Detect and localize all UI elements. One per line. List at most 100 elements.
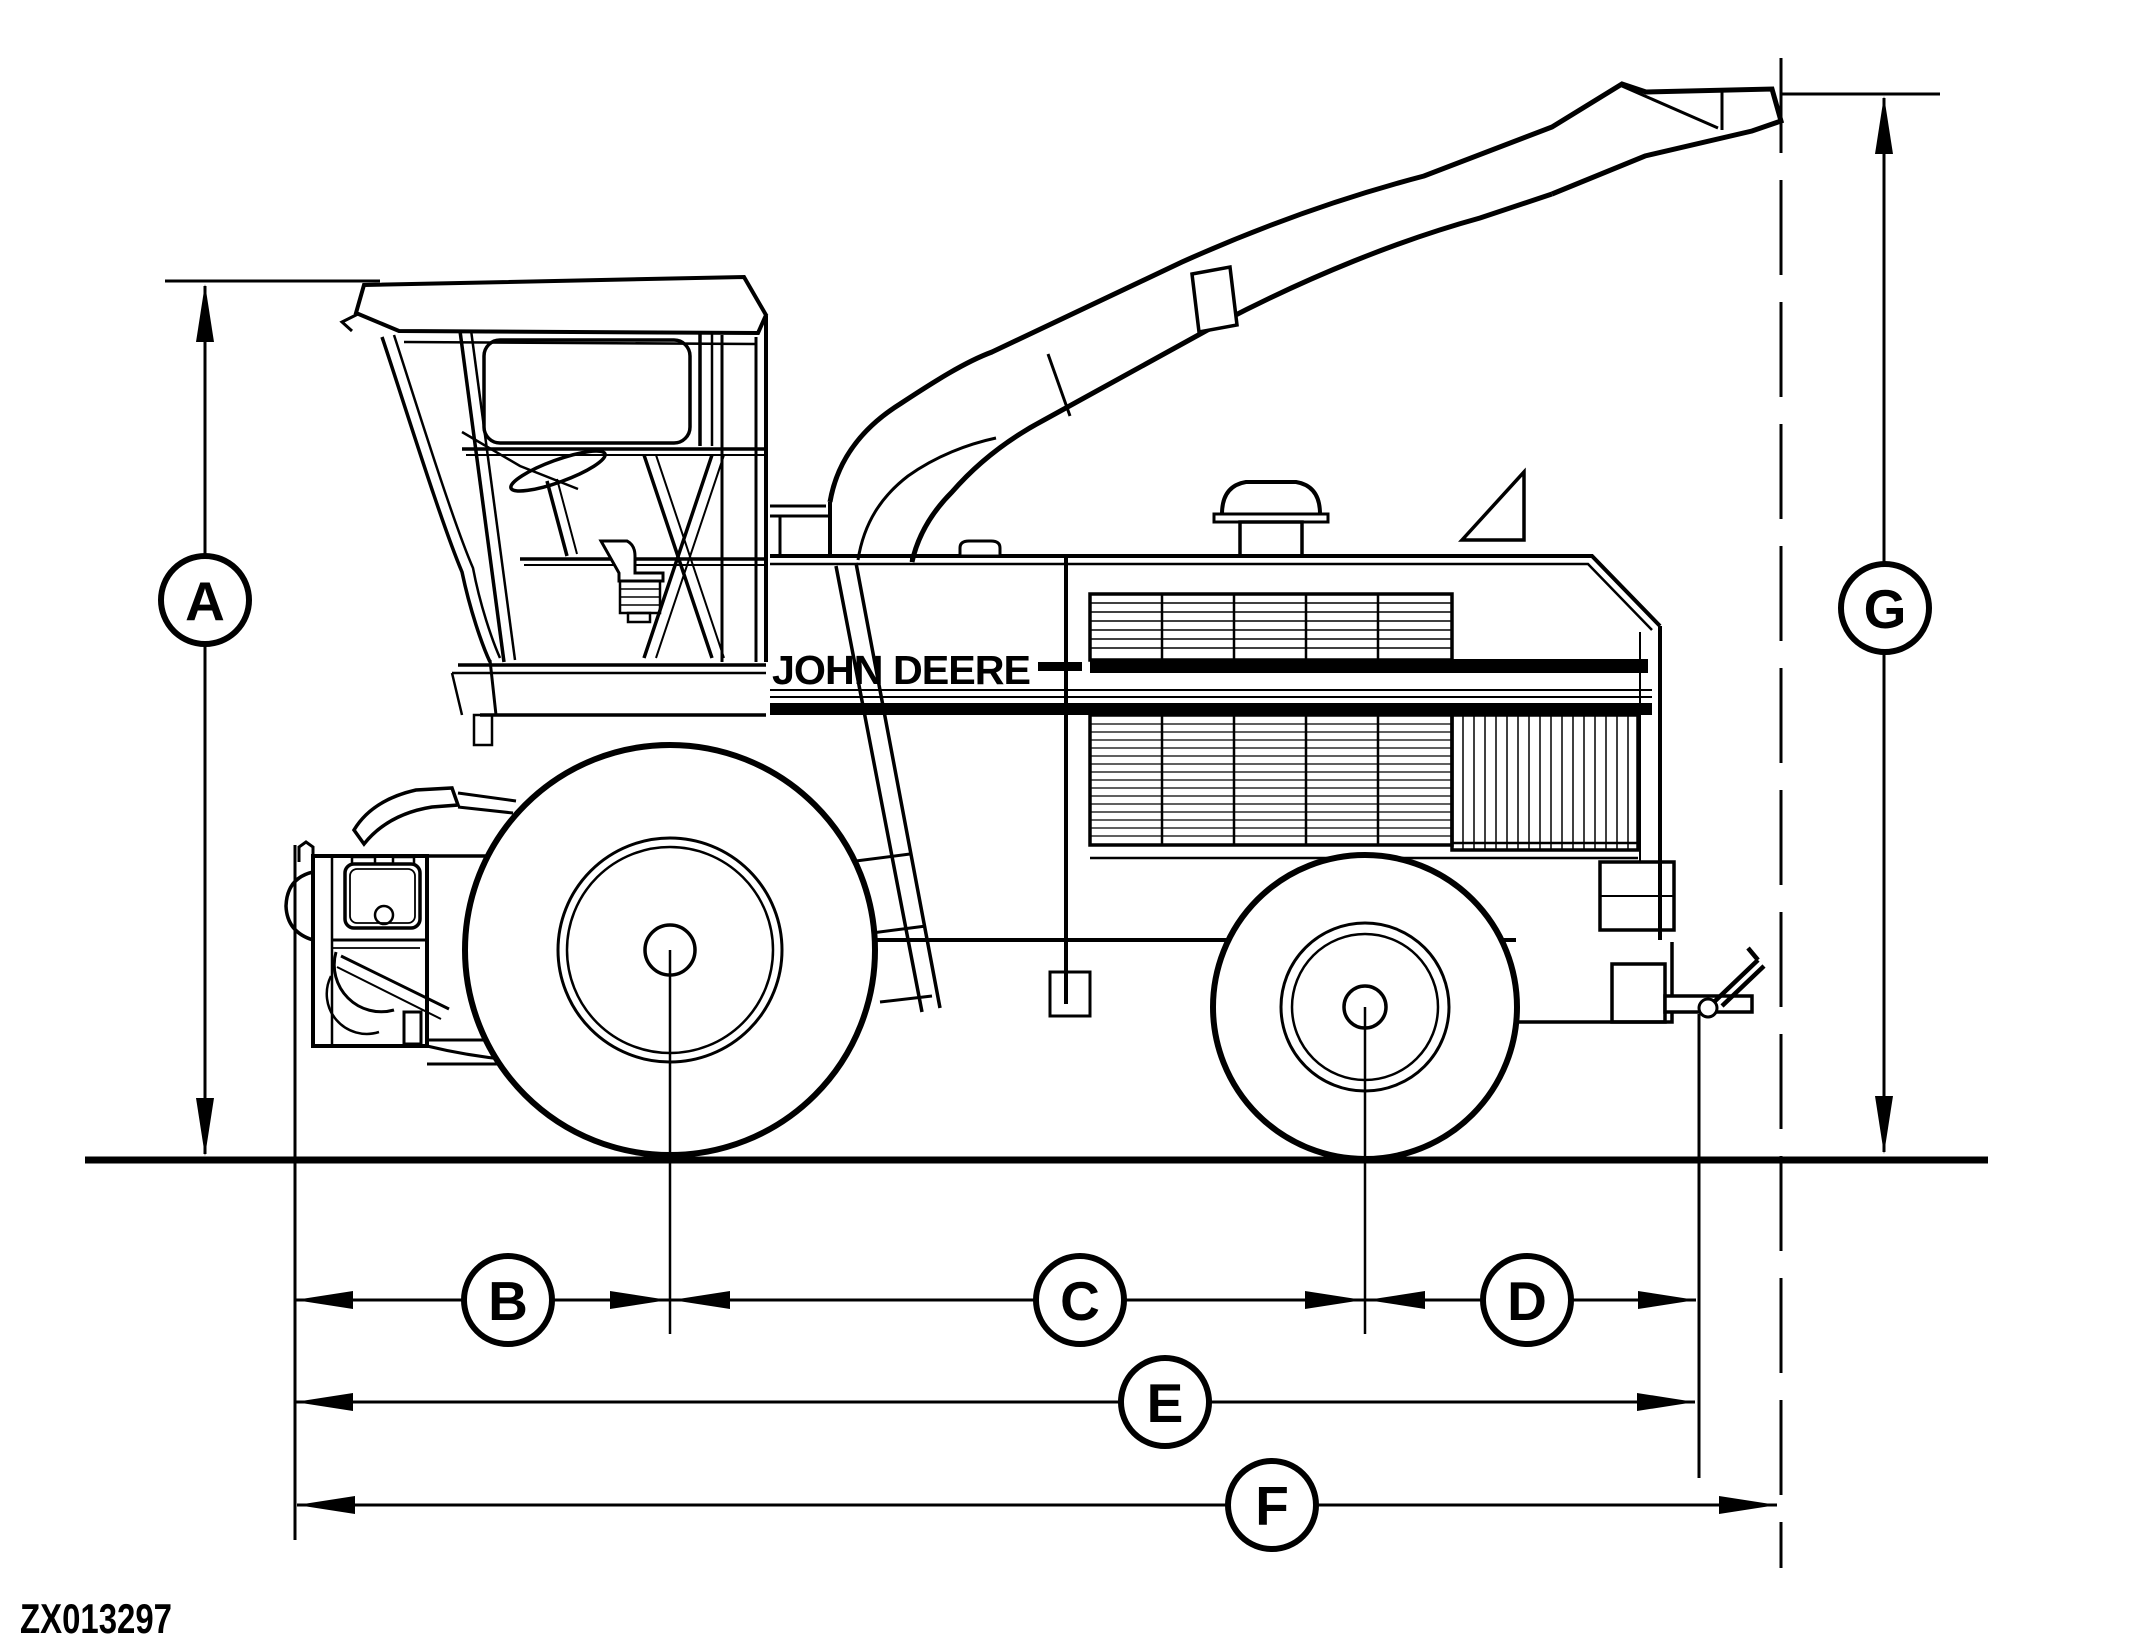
dim-g-arrow-down bbox=[1875, 1096, 1893, 1154]
door-pillar-inner bbox=[469, 329, 517, 661]
lower-grille-dividers bbox=[1160, 715, 1380, 845]
hood-top bbox=[770, 554, 1662, 628]
door-pillar-outer bbox=[458, 330, 506, 663]
logo-stripe bbox=[1090, 659, 1648, 673]
dim-b-arrow-right bbox=[610, 1291, 668, 1309]
exhaust-cap bbox=[1220, 480, 1322, 515]
dimension-E: E bbox=[295, 1355, 1695, 1449]
exhaust-stem bbox=[1238, 520, 1304, 558]
body-black-band bbox=[770, 703, 1652, 715]
dim-d-arrow-left bbox=[1367, 1291, 1425, 1309]
dimension-A: A bbox=[158, 284, 252, 1156]
dim-e-arrow-right bbox=[1637, 1393, 1695, 1411]
brand-decal: JOHN DEERE bbox=[772, 647, 1030, 693]
rear-window-x-brace-inner bbox=[655, 454, 725, 659]
dim-g-arrow-up bbox=[1875, 96, 1893, 154]
discharge-spout bbox=[827, 81, 1785, 563]
dim-e-balloon bbox=[1118, 1355, 1212, 1449]
dim-b-balloon bbox=[461, 1253, 555, 1347]
attachment-hook bbox=[297, 840, 315, 862]
cab-roof bbox=[353, 274, 769, 336]
auger-bump bbox=[284, 870, 314, 942]
dimension-F: F bbox=[297, 1458, 1777, 1552]
side-screen-slats bbox=[1462, 715, 1629, 850]
body-trim-lines bbox=[770, 689, 1652, 698]
post-base-box bbox=[1048, 970, 1092, 1018]
seat-pedestal bbox=[626, 611, 652, 624]
dim-d-label: D bbox=[1507, 1270, 1547, 1332]
antenna-fin bbox=[1458, 467, 1526, 542]
dim-c-arrow-left bbox=[672, 1291, 730, 1309]
lower-grille-slats bbox=[1090, 723, 1452, 837]
spout-turret bbox=[828, 502, 914, 562]
wheels bbox=[462, 742, 1520, 1162]
hitch-lever bbox=[1712, 946, 1766, 1008]
rear-hitch-area bbox=[1598, 860, 1766, 1024]
dim-g-balloon bbox=[1838, 561, 1932, 655]
dim-a-arrow-up bbox=[196, 284, 214, 342]
feed-drum-arc-outer bbox=[332, 951, 395, 1014]
spout-elbow-inner bbox=[856, 436, 997, 561]
dim-b-label: B bbox=[488, 1270, 528, 1332]
forage-harvester-drawing: JOHN DEERE bbox=[284, 81, 1785, 1162]
dim-f-balloon bbox=[1225, 1458, 1319, 1552]
side-screen bbox=[1450, 713, 1640, 852]
dim-a-arrow-down bbox=[196, 1098, 214, 1156]
floor-bracket bbox=[472, 713, 494, 747]
dim-a-label: A bbox=[185, 570, 225, 632]
dim-f-arrow-right bbox=[1719, 1496, 1777, 1514]
spout-hinge-plate bbox=[1190, 264, 1239, 335]
dim-c-arrow-right bbox=[1305, 1291, 1363, 1309]
hood-top-inner bbox=[770, 562, 1653, 631]
cab-roof-drip-edge bbox=[339, 312, 359, 333]
feed-belt-line bbox=[340, 954, 450, 1011]
feeder-bracket bbox=[402, 1010, 423, 1046]
steering-wheel bbox=[509, 449, 607, 493]
feed-belt-line-inner bbox=[336, 966, 442, 1020]
panel-knob bbox=[373, 904, 395, 926]
cab-front-post bbox=[488, 659, 498, 716]
rear-step-box-lower bbox=[1610, 962, 1667, 1024]
spout-deflector-lines bbox=[1621, 84, 1724, 130]
upper-grille-dividers bbox=[1160, 594, 1380, 660]
dimension-row-BCD: B C D bbox=[295, 1253, 1696, 1347]
spout-strut bbox=[1046, 353, 1072, 417]
steering-column bbox=[545, 480, 569, 557]
rear-handrail bbox=[770, 504, 830, 556]
cab-rear-quarter-frame bbox=[720, 335, 758, 662]
rear-lower-edge bbox=[1516, 942, 1674, 1024]
dim-e-label: E bbox=[1147, 1372, 1184, 1434]
seat-suspension-slats bbox=[620, 588, 660, 606]
access-panel bbox=[343, 862, 422, 930]
boarding-ladder-rails bbox=[834, 562, 942, 1013]
logo-dash bbox=[1038, 662, 1082, 671]
dimension-G: G bbox=[1838, 96, 1932, 1154]
dim-f-label: F bbox=[1255, 1475, 1289, 1537]
wiper-arm bbox=[461, 430, 579, 491]
hitch-pin bbox=[1697, 997, 1719, 1019]
dim-d-arrow-right bbox=[1638, 1291, 1696, 1309]
dim-b-arrow-left bbox=[295, 1291, 353, 1309]
spout-lower-edge bbox=[909, 191, 1553, 563]
gooseneck-links bbox=[457, 791, 517, 815]
dim-a-balloon bbox=[158, 553, 252, 647]
operator-seat bbox=[598, 539, 665, 583]
dim-d-balloon bbox=[1480, 1253, 1574, 1347]
dim-f-arrow-left bbox=[297, 1496, 355, 1514]
upper-grille bbox=[1088, 592, 1454, 662]
breather-cap bbox=[958, 539, 1002, 558]
cab-floor-edge bbox=[450, 671, 766, 716]
dim-e-arrow-left bbox=[295, 1393, 353, 1411]
cab-roof-underline bbox=[403, 340, 757, 346]
figure-code: ZX013297 bbox=[20, 1595, 172, 1642]
cab bbox=[339, 274, 830, 747]
windshield-front-edge bbox=[380, 336, 492, 663]
steering-column-inner bbox=[556, 478, 578, 555]
spout-upper-edge bbox=[827, 81, 1785, 503]
feeder-gooseneck bbox=[351, 786, 461, 847]
engine-body: JOHN DEERE bbox=[700, 467, 1674, 1024]
windshield-inner-edge bbox=[392, 334, 502, 659]
upper-grille-slats bbox=[1090, 602, 1452, 649]
